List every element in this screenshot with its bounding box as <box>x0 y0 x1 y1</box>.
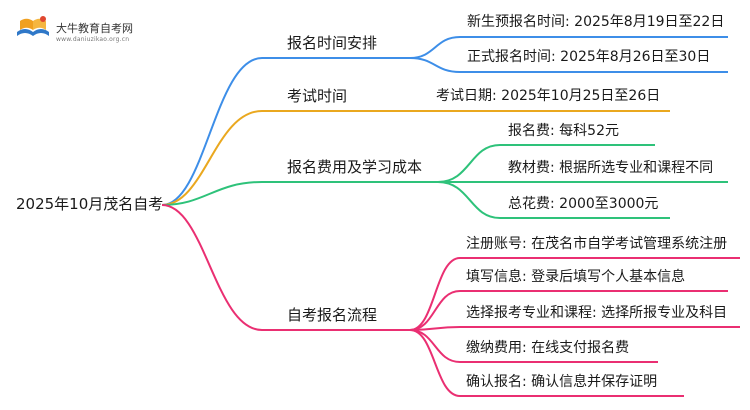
connector-b3-leaf-3 <box>437 181 670 219</box>
branch-1-leaf-1: 新生预报名时间: 2025年8月19日至22日 <box>467 14 725 30</box>
connector-b4-leaf-1 <box>409 257 740 331</box>
branch-4-leaf-4: 缴纳费用: 在线支付报名费 <box>466 340 630 356</box>
connector-b4-leaf-2 <box>409 290 728 331</box>
connector-b1-leaf-1 <box>409 36 728 59</box>
branch-4-leaf-3: 选择报考专业和课程: 选择所报专业及科目 <box>466 305 728 321</box>
connector-b1-leaf-2 <box>409 57 728 73</box>
logo-url: www.daniuzikao.org.cn <box>56 36 130 43</box>
connector-root-branch-1 <box>161 57 263 206</box>
branch-1-leaf-2: 正式报名时间: 2025年8月26日至30日 <box>467 49 711 65</box>
branch-3-leaf-2: 教材费: 根据所选专业和课程不同 <box>508 160 714 176</box>
branch-4-leaf-5: 确认报名: 确认信息并保存证明 <box>466 374 658 390</box>
connector-root-branch-2 <box>161 110 263 206</box>
branch-4-leaf-1: 注册账号: 在茂名市自学考试管理系统注册 <box>466 236 728 252</box>
branch-1-label: 报名时间安排 <box>287 34 378 52</box>
branch-2-leaf-1: 考试日期: 2025年10月25日至26日 <box>436 88 661 104</box>
connector-b3-leaf-1 <box>437 144 655 183</box>
branch-2-label: 考试时间 <box>287 87 348 105</box>
book-mascot-icon <box>17 16 49 36</box>
branch-3-label: 报名费用及学习成本 <box>287 158 423 176</box>
branch-3-leaf-3: 总花费: 2000至3000元 <box>508 196 659 212</box>
branch-3-leaf-1: 报名费: 每科52元 <box>508 123 619 139</box>
connector-root-branch-4 <box>161 204 263 331</box>
connector-b4-leaf-3 <box>409 326 740 331</box>
connector-b4-leaf-5 <box>409 329 684 397</box>
root-topic: 2025年10月茂名自考 <box>16 195 164 213</box>
site-logo: 大牛教育自考网 www.daniuzikao.org.cn <box>14 14 164 48</box>
logo-name: 大牛教育自考网 <box>56 22 133 35</box>
branch-4-label: 自考报名流程 <box>287 306 378 324</box>
connector-root-branch-3 <box>161 181 263 206</box>
branch-4-leaf-2: 填写信息: 登录后填写个人基本信息 <box>466 269 686 285</box>
